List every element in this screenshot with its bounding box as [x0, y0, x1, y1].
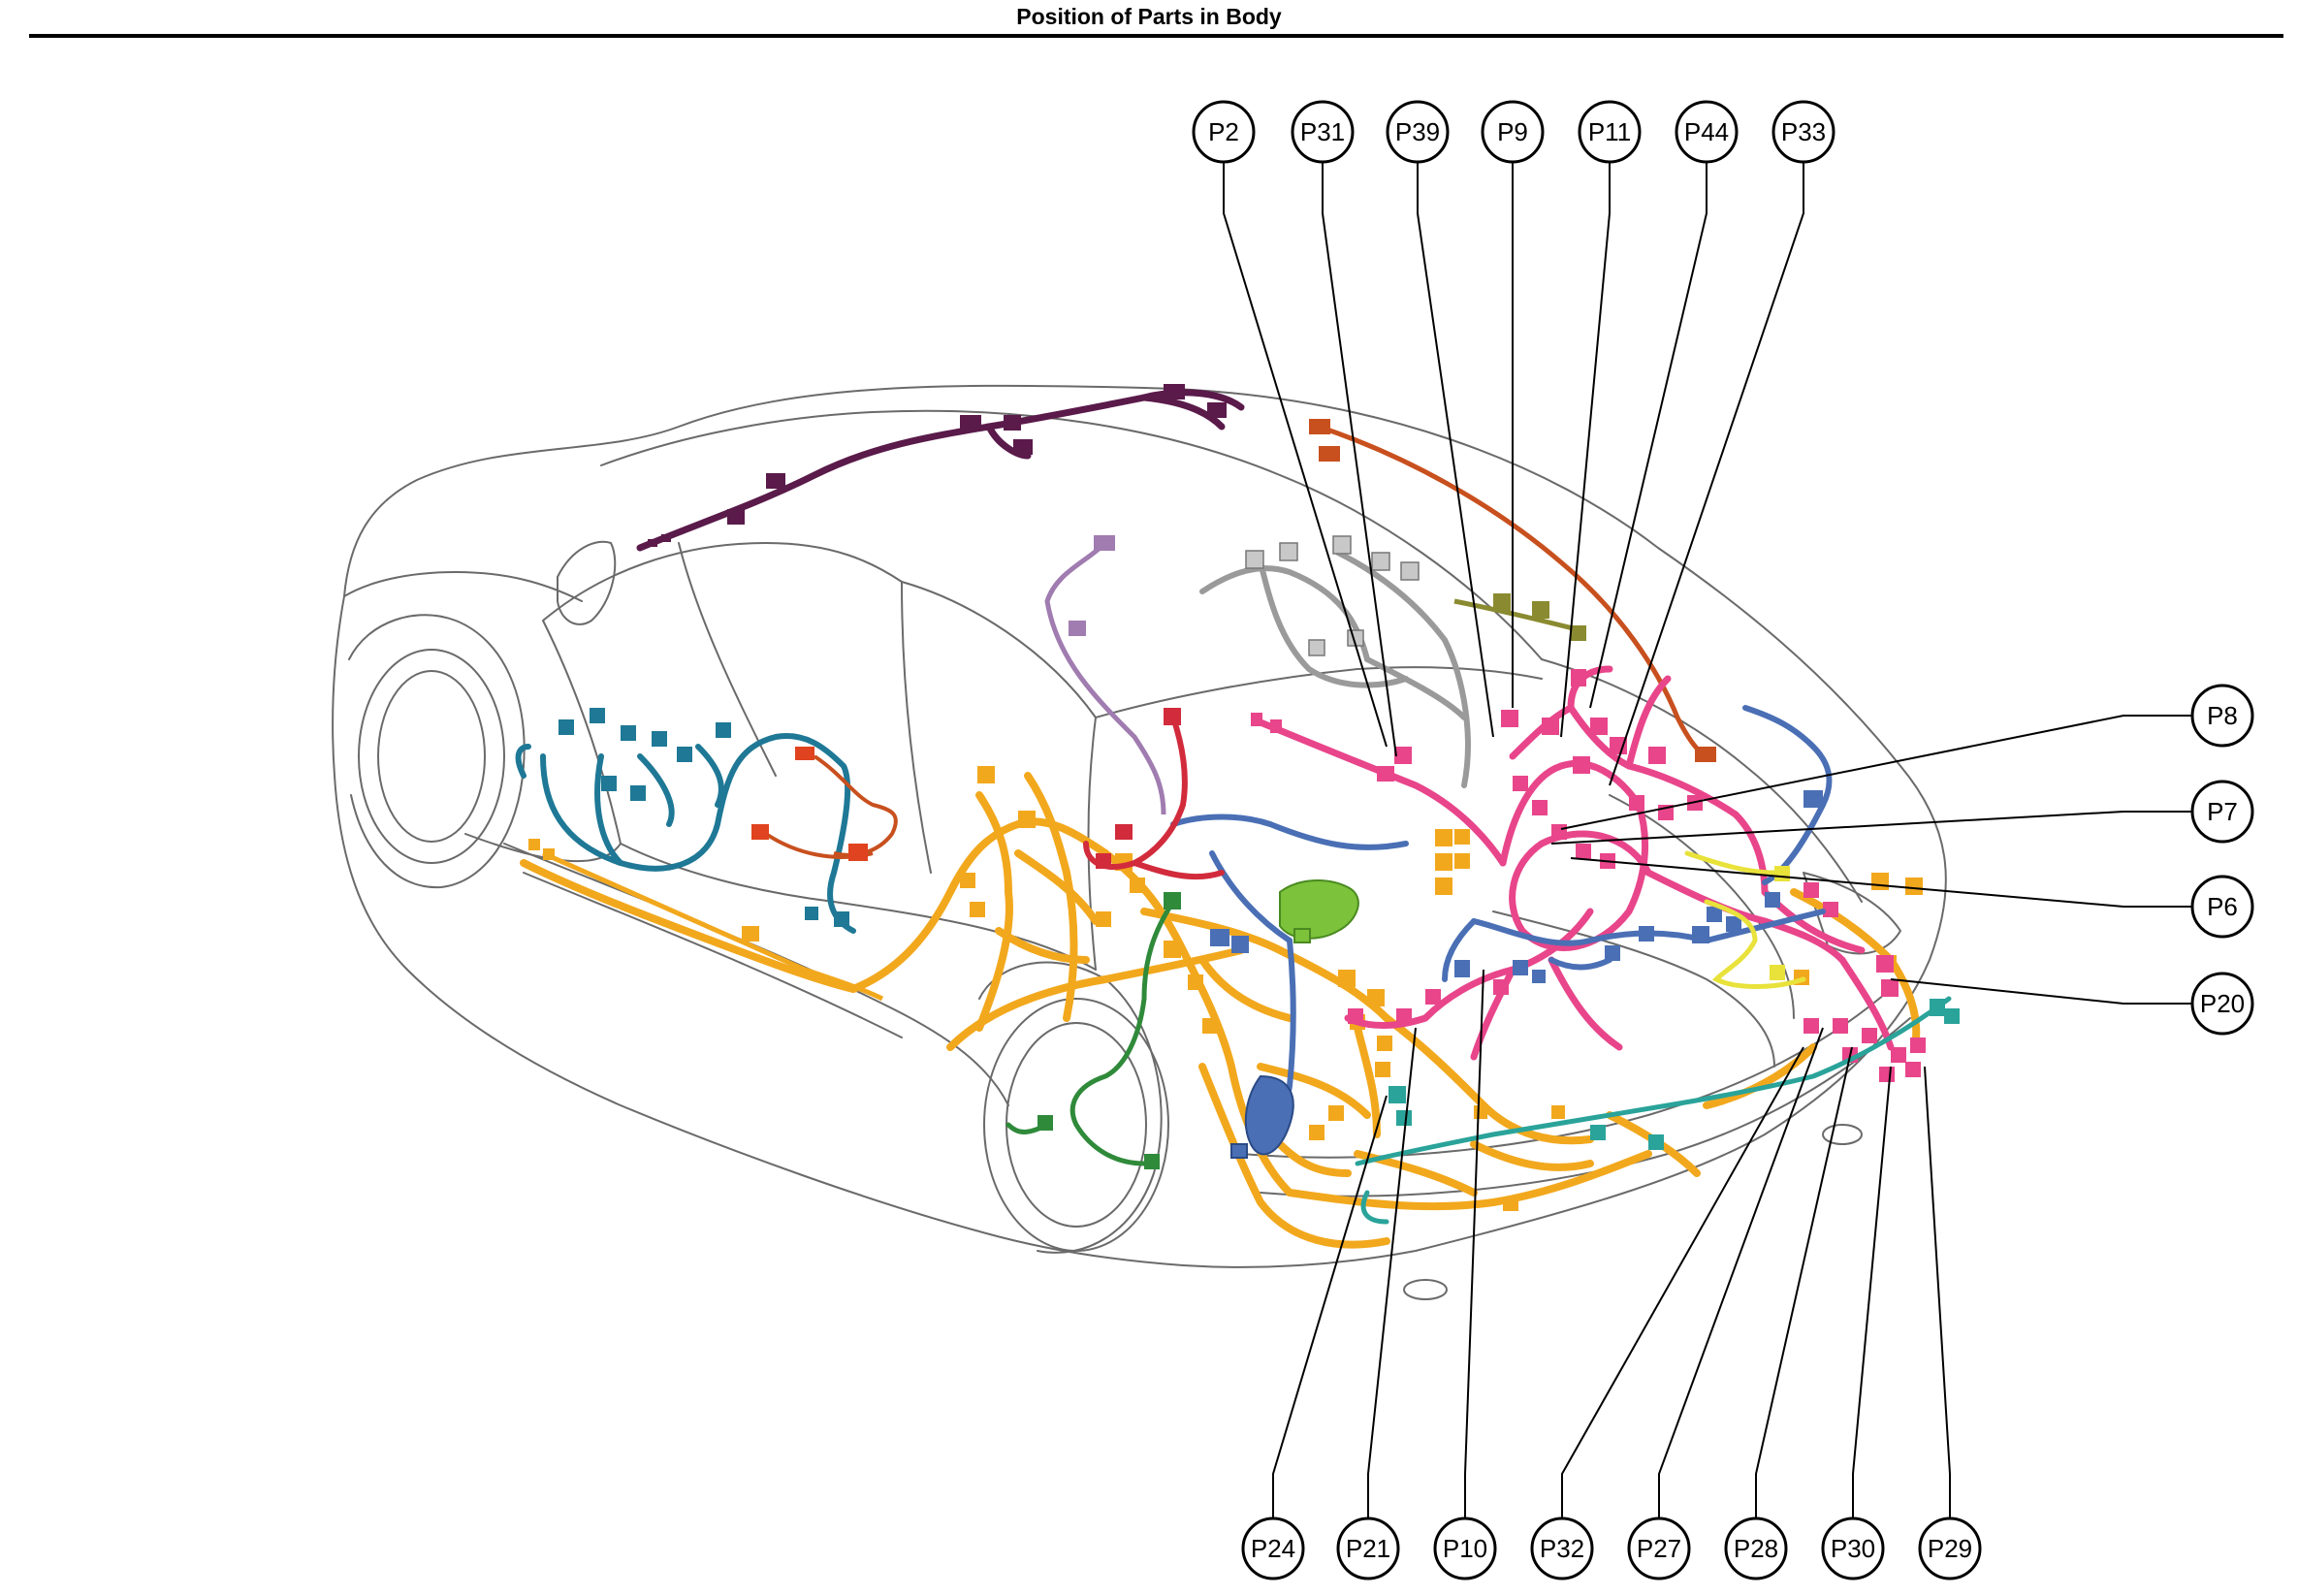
olive-harness — [1453, 598, 1581, 633]
svg-text:P21: P21 — [1346, 1534, 1390, 1563]
instrument-panel-connectors — [1210, 790, 1823, 983]
antenna-connectors — [1069, 535, 1115, 636]
luggage-connectors — [1388, 999, 1960, 1150]
svg-text:P44: P44 — [1684, 117, 1729, 146]
svg-text:P10: P10 — [1443, 1534, 1487, 1563]
svg-text:P24: P24 — [1251, 1534, 1295, 1563]
callout-p39[interactable]: P39 — [1386, 100, 1450, 164]
front-door-connectors — [559, 708, 849, 927]
svg-text:P9: P9 — [1497, 117, 1528, 146]
yellow-harness — [1684, 850, 1806, 989]
floor-harness — [1257, 665, 1895, 1061]
callout-p2[interactable]: P2 — [1192, 100, 1256, 164]
fuel-connectors — [1037, 892, 1181, 1169]
title-rule — [29, 34, 2283, 38]
callout-p33[interactable]: P33 — [1771, 100, 1835, 164]
blue-module — [1230, 1074, 1294, 1159]
svg-text:P11: P11 — [1588, 117, 1631, 146]
main-harness — [520, 772, 1921, 1249]
callout-p21[interactable]: P21 — [1336, 1516, 1400, 1580]
svg-text:P33: P33 — [1781, 117, 1826, 146]
callout-p8[interactable]: P8 — [2190, 684, 2254, 748]
svg-text:P20: P20 — [2200, 989, 2245, 1018]
svg-text:P27: P27 — [1637, 1534, 1681, 1563]
trunk-connectors — [1309, 419, 1716, 762]
svg-text:P29: P29 — [1928, 1534, 1972, 1563]
callout-p11[interactable]: P11 — [1578, 100, 1642, 164]
antenna-harness — [1044, 541, 1166, 815]
roof-connectors — [648, 384, 1227, 547]
leader-lines — [1223, 163, 2191, 1520]
svg-text:P7: P7 — [2207, 797, 2238, 826]
callout-p24[interactable]: P24 — [1241, 1516, 1305, 1580]
svg-text:P2: P2 — [1208, 117, 1239, 146]
page-title: Position of Parts in Body — [1016, 4, 1282, 29]
callout-p7[interactable]: P7 — [2190, 780, 2254, 844]
rear-door-harness — [764, 754, 898, 859]
trunk-harness — [1316, 424, 1709, 759]
red-connectors — [1096, 708, 1181, 869]
front-door-harness — [515, 733, 856, 934]
callout-p20[interactable]: P20 — [2190, 972, 2254, 1036]
ecu-module — [1279, 879, 1359, 943]
rocker-harness — [541, 850, 884, 1002]
callout-p29[interactable]: P29 — [1918, 1516, 1982, 1580]
svg-text:P8: P8 — [2207, 701, 2238, 730]
seat-harness — [1199, 550, 1471, 788]
callout-p31[interactable]: P31 — [1291, 100, 1355, 164]
seat-connectors — [1245, 535, 1420, 656]
svg-text:P6: P6 — [2207, 892, 2238, 921]
callout-p27[interactable]: P27 — [1627, 1516, 1691, 1580]
luggage-harness — [1355, 996, 1952, 1225]
olive-connectors — [1493, 593, 1586, 641]
fuel-harness — [1005, 899, 1176, 1166]
svg-text:P32: P32 — [1540, 1534, 1584, 1563]
rear-door-connectors — [751, 747, 868, 861]
callouts: P2 P31 P39 P9 P11 P44 P33 P8 — [1192, 100, 2254, 1580]
callout-p32[interactable]: P32 — [1530, 1516, 1594, 1580]
callout-p9[interactable]: P9 — [1481, 100, 1545, 164]
svg-text:P30: P30 — [1831, 1534, 1875, 1563]
callout-p44[interactable]: P44 — [1675, 100, 1739, 164]
callout-p30[interactable]: P30 — [1821, 1516, 1885, 1580]
callout-p6[interactable]: P6 — [2190, 875, 2254, 939]
svg-text:P31: P31 — [1300, 117, 1345, 146]
callout-p28[interactable]: P28 — [1724, 1516, 1788, 1580]
svg-text:P39: P39 — [1395, 117, 1440, 146]
svg-text:P28: P28 — [1734, 1534, 1778, 1563]
callout-p10[interactable]: P10 — [1433, 1516, 1497, 1580]
